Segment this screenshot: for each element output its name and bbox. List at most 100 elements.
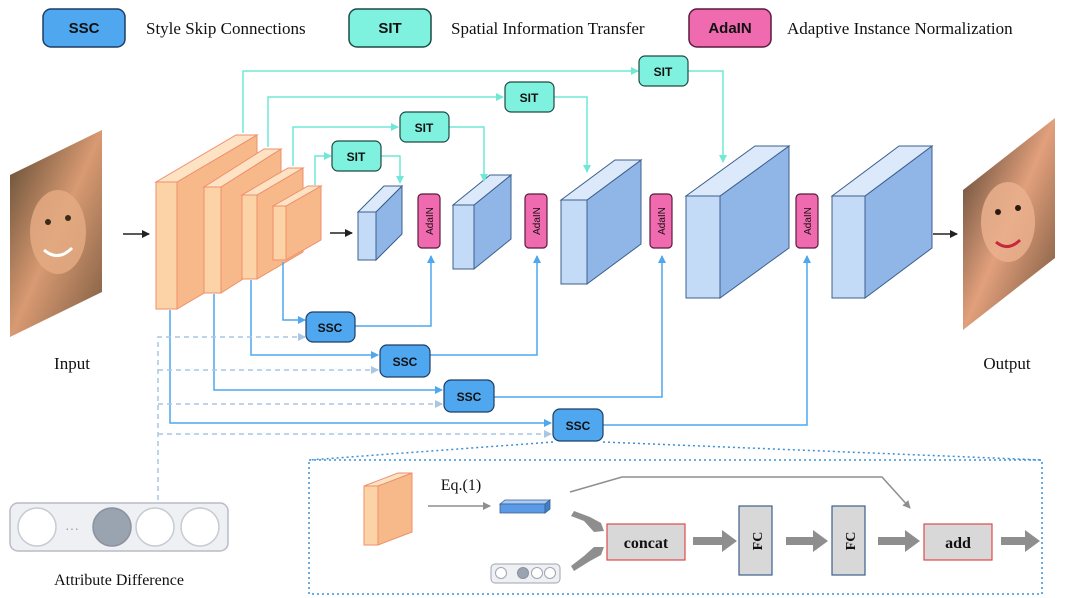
decoder-block-4 — [684, 145, 791, 299]
sit-block-4: SIT — [331, 140, 382, 172]
sit-line-2-in — [267, 93, 504, 147]
ssc-block-1: SSC — [305, 311, 356, 343]
fc-block-1: FC — [738, 505, 773, 576]
equation-label: Eq.(1) — [441, 477, 481, 494]
legend: SSC Style Skip Connections SIT Spatial I… — [42, 8, 1013, 48]
adain-block-4: AdaIN — [795, 193, 819, 249]
arrow-concat-to-fc1 — [693, 530, 737, 552]
add-block: add — [923, 523, 993, 561]
sit-block-2: SIT — [504, 81, 555, 113]
ssc-block-4-label: SSC — [566, 419, 591, 433]
sit-line-4-in — [314, 152, 332, 185]
dashed-line-ssc-1 — [157, 333, 306, 500]
legend-adain-swatch — [688, 8, 772, 48]
fc-block-2: FC — [831, 505, 866, 576]
adain-block-4-label: AdaIN — [803, 207, 814, 235]
input-face-eye-left — [45, 219, 51, 225]
concat-label: concat — [624, 535, 669, 552]
arrow-fc1-to-fc2 — [786, 530, 828, 552]
attribute-ellipsis: ··· — [65, 520, 79, 536]
concat-block: concat — [606, 523, 686, 561]
decoder-block-1 — [356, 184, 404, 262]
sit-line-4-out — [381, 155, 404, 184]
detail-connector-left — [308, 441, 554, 461]
residual-bypass-line — [569, 476, 911, 509]
legend-adain: AdaIN Adaptive Instance Normalization — [688, 8, 1013, 48]
sit-block-3: SIT — [399, 111, 450, 143]
detail-feature-map — [363, 472, 413, 546]
sit-line-1-in — [242, 67, 639, 133]
add-label: add — [945, 535, 971, 552]
input-image — [10, 130, 102, 337]
ssc-block-2: SSC — [379, 344, 431, 378]
legend-ssc-label: Style Skip Connections — [146, 19, 306, 38]
attribute-circle-1 — [17, 507, 57, 547]
ssc-block-3: SSC — [443, 379, 495, 413]
arrow-vector-to-concat — [571, 511, 604, 532]
ssc-line-3-out — [494, 255, 666, 398]
sit-block-1-label: SIT — [654, 65, 673, 79]
output-face-lips — [995, 238, 1022, 248]
encoder-block-4 — [271, 185, 323, 261]
legend-ssc-key: SSC — [69, 20, 100, 37]
output-label: Output — [983, 354, 1031, 373]
legend-adain-key: AdaIN — [708, 20, 751, 37]
adain-block-2: AdaIN — [524, 193, 548, 249]
input-label: Input — [54, 354, 90, 373]
adain-block-1: AdaIN — [417, 193, 441, 249]
ssc-block-4: SSC — [552, 408, 604, 442]
legend-sit: SIT Spatial Information Transfer — [348, 8, 645, 48]
output-image — [963, 118, 1055, 330]
detail-connector-right — [602, 441, 1043, 461]
legend-sit-label: Spatial Information Transfer — [451, 19, 645, 38]
legend-sit-key: SIT — [378, 20, 401, 37]
legend-adain-label: Adaptive Instance Normalization — [787, 19, 1013, 38]
ssc-line-3-in — [213, 294, 443, 394]
ssc-line-1-out — [355, 255, 435, 327]
decoder-block-5 — [830, 145, 934, 299]
output-face-eye-right — [1015, 205, 1021, 211]
ssc-block-1-label: SSC — [318, 321, 343, 335]
output-face-eye-left — [995, 209, 1001, 215]
ssc-block-2-label: SSC — [393, 355, 418, 369]
decoder-block-3 — [559, 159, 643, 285]
attribute-circle-active — [92, 507, 132, 547]
fc-block-1-label: FC — [751, 532, 766, 551]
ssc-line-2-out — [430, 255, 541, 356]
decoder — [356, 145, 934, 299]
sit-line-1-out — [688, 70, 727, 163]
arrow-attr-to-concat — [571, 547, 604, 571]
ssc-connections — [169, 255, 811, 427]
sit-line-3-out — [449, 126, 488, 182]
encoder — [154, 134, 323, 310]
sit-block-1: SIT — [638, 55, 689, 87]
ssc-detail-panel: Eq.(1) concat — [308, 459, 1043, 595]
ssc-line-4-in — [169, 310, 552, 427]
attribute-dashed-lines — [157, 333, 552, 500]
ssc-line-1-in — [282, 262, 306, 324]
input-face-eye-right — [65, 215, 71, 221]
mini-attribute-vector — [490, 563, 561, 584]
adain-block-1-label: AdaIN — [425, 207, 436, 235]
legend-sit-swatch — [348, 8, 432, 48]
arrow-fc2-to-add — [878, 530, 920, 552]
adain-block-3: AdaIN — [649, 193, 673, 249]
arrow-add-output — [1001, 530, 1040, 552]
sit-block-4-label: SIT — [347, 150, 366, 164]
ssc-line-2-in — [250, 280, 379, 359]
legend-ssc-swatch — [42, 8, 126, 48]
legend-ssc: SSC Style Skip Connections — [42, 8, 306, 48]
sit-block-2-label: SIT — [520, 91, 539, 105]
sit-connections — [242, 67, 727, 185]
ssc-detail-border — [308, 459, 1043, 595]
sit-line-2-out — [554, 96, 591, 173]
input-face-smile — [43, 246, 74, 257]
input-face-skin — [30, 190, 86, 274]
adain-blocks: AdaIN AdaIN AdaIN AdaIN — [417, 193, 819, 249]
ssc-blocks: SSC SSC SSC SSC — [305, 311, 604, 442]
sit-block-3-label: SIT — [415, 121, 434, 135]
ssc-line-4-out — [603, 255, 811, 426]
adain-block-2-label: AdaIN — [532, 207, 543, 235]
thick-arrows — [571, 511, 1040, 571]
